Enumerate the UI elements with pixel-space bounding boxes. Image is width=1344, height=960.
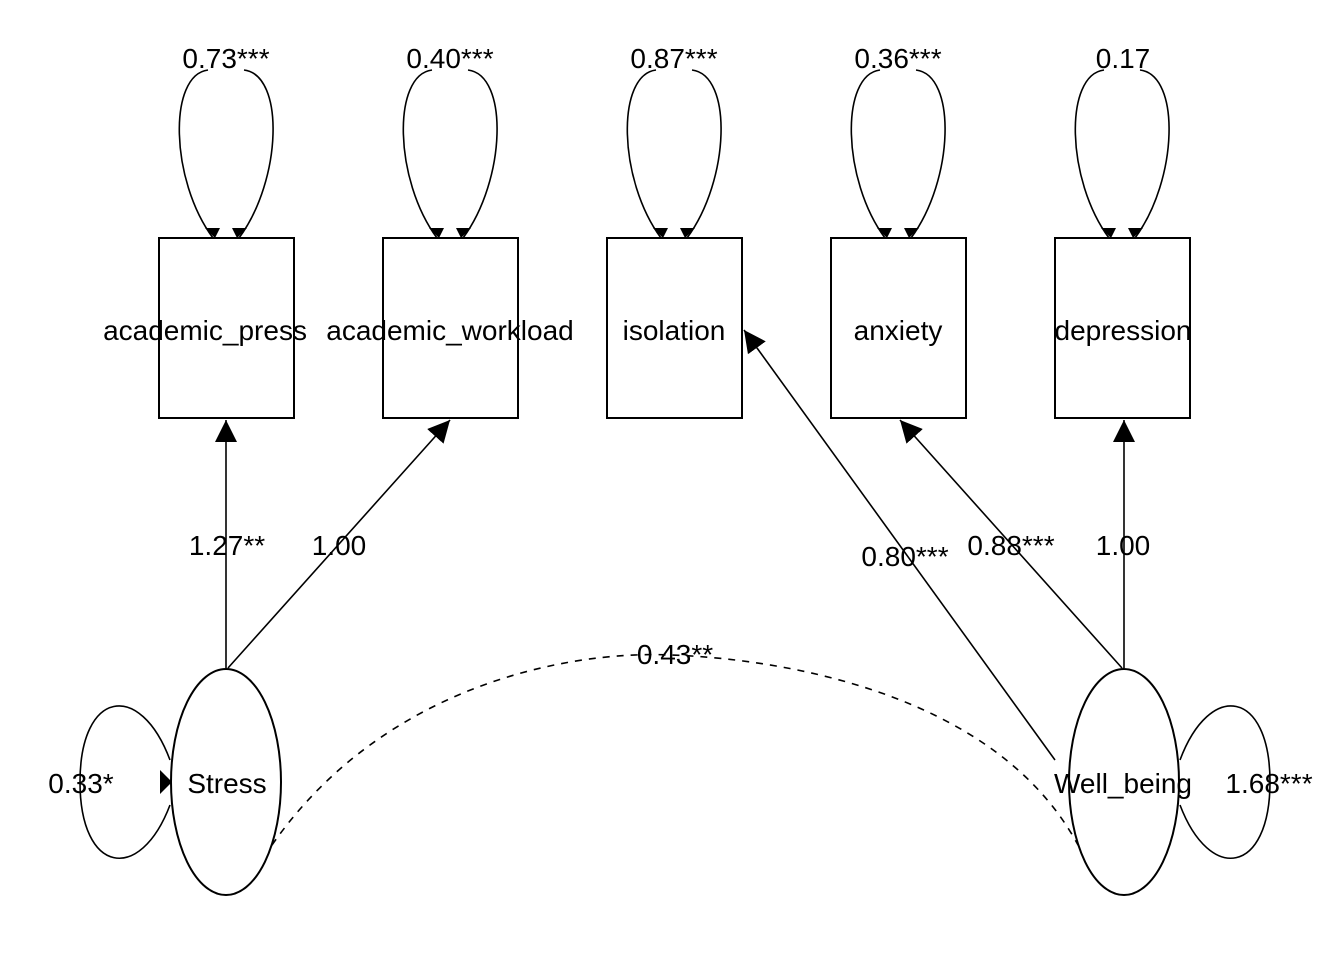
observed-label-academic_press: academic_press [103,315,307,346]
loading-label-anxiety: 0.88*** [967,530,1054,561]
observed-box-academic_press [158,237,295,419]
variance-loop-well_being [1179,705,1271,859]
latent-label-well_being: Well_being [1054,768,1192,799]
observed-box-depression [1054,237,1191,419]
residual-label-isolation: 0.87*** [630,43,717,74]
residual-loop-isolation [626,69,722,239]
loading-label-depression: 1.00 [1096,530,1151,561]
residual-label-academic_press: 0.73*** [182,43,269,74]
covariance-path-stress-well_being [271,653,1079,846]
residual-loop-academic_workload [402,69,498,239]
residual-loop-academic_press [178,69,274,239]
loading-label-academic_press: 1.27** [189,530,265,561]
residual-label-academic_workload: 0.40*** [406,43,493,74]
variance-label-stress: 0.33* [48,768,113,799]
observed-box-anxiety [830,237,967,419]
latent-ellipse-stress [170,668,282,896]
residual-arrowheads [205,228,1143,238]
observed-label-depression: depression [1055,315,1192,346]
residual-loop-anxiety [850,69,946,239]
variance-label-well_being: 1.68*** [1225,768,1312,799]
variance-loop-stress [79,705,171,859]
observed-label-anxiety: anxiety [854,315,943,346]
covariance-label: 0.43** [637,639,713,670]
residual-loop-depression [1074,69,1170,239]
variance-arrowhead-stress [160,770,172,794]
loading-path-well_being-anxiety [899,419,1123,669]
loading-label-isolation: 0.80*** [861,541,948,572]
observed-box-isolation [606,237,743,419]
latent-label-stress: Stress [187,768,266,799]
residual-label-anxiety: 0.36*** [854,43,941,74]
observed-label-academic_workload: academic_workload [326,315,573,346]
loading-label-academic_workload: 1.00 [312,530,367,561]
observed-box-academic_workload [382,237,519,419]
observed-label-isolation: isolation [623,315,726,346]
latent-ellipse-well_being [1068,668,1180,896]
loading-path-stress-academic_workload [227,419,451,669]
loading-path-well_being-isolation [743,329,1056,761]
residual-label-depression: 0.17 [1096,43,1151,74]
